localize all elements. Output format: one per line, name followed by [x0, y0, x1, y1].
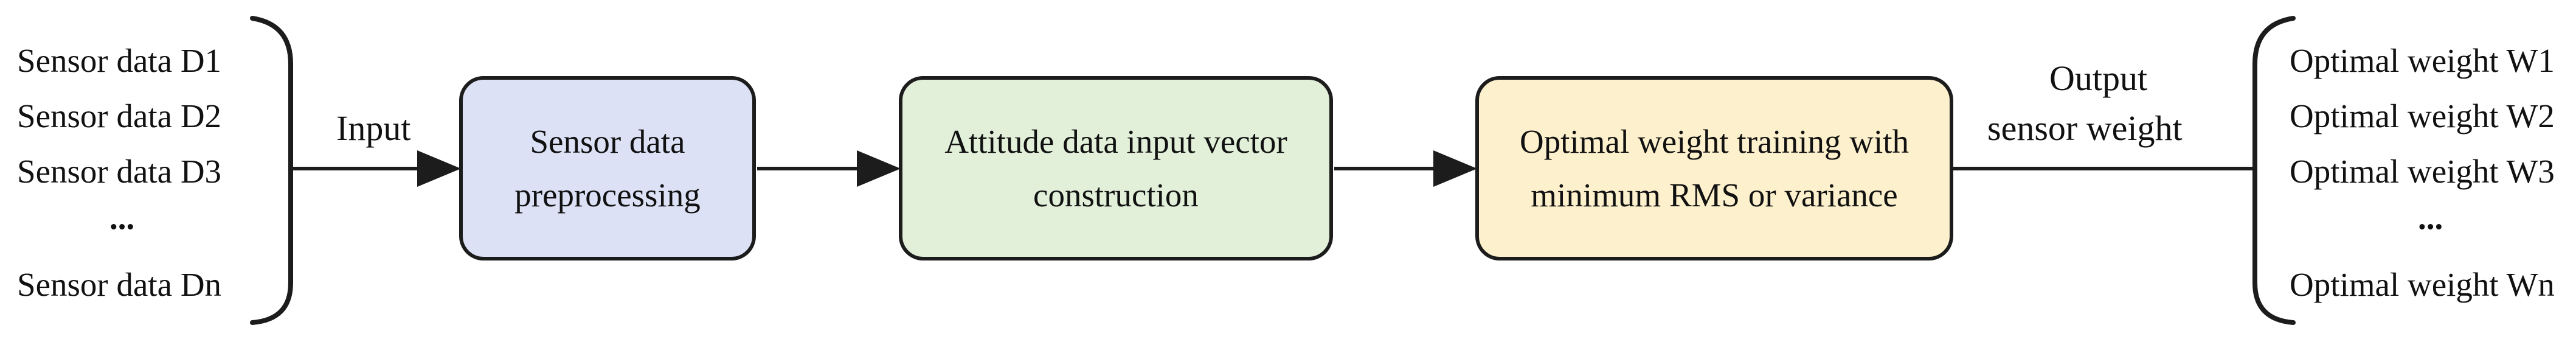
- input-item-ellipsis: ...: [109, 199, 135, 236]
- output-bracket: [2252, 16, 2296, 325]
- input-label: Input: [336, 108, 411, 148]
- output-item-w3: Optimal weight W3: [2290, 153, 2555, 190]
- output-item-ellipsis: ...: [2418, 199, 2443, 236]
- output-item-wn: Optimal weight Wn: [2290, 266, 2555, 303]
- input-item-dn: Sensor data Dn: [17, 266, 222, 303]
- output-label-line2: sensor weight: [1987, 108, 2183, 148]
- output-label-line1: Output: [2049, 58, 2148, 98]
- input-bracket: [250, 16, 293, 325]
- input-item-d3: Sensor data D3: [17, 153, 222, 190]
- preprocessing-text: Sensor data preprocessing: [514, 122, 701, 214]
- output-item-w2: Optimal weight W2: [2290, 97, 2555, 135]
- vector-construction-box: Attitude data input vector construction: [899, 76, 1333, 260]
- vector-construction-text: Attitude data input vector construction: [944, 122, 1287, 214]
- output-item-w1: Optimal weight W1: [2290, 42, 2555, 79]
- weight-training-box: Optimal weight training with minimum RMS…: [1475, 76, 1953, 260]
- input-item-d1: Sensor data D1: [17, 42, 222, 79]
- input-item-d2: Sensor data D2: [17, 97, 222, 135]
- weight-training-text: Optimal weight training with minimum RMS…: [1519, 122, 1909, 214]
- preprocessing-box: Sensor data preprocessing: [459, 76, 756, 260]
